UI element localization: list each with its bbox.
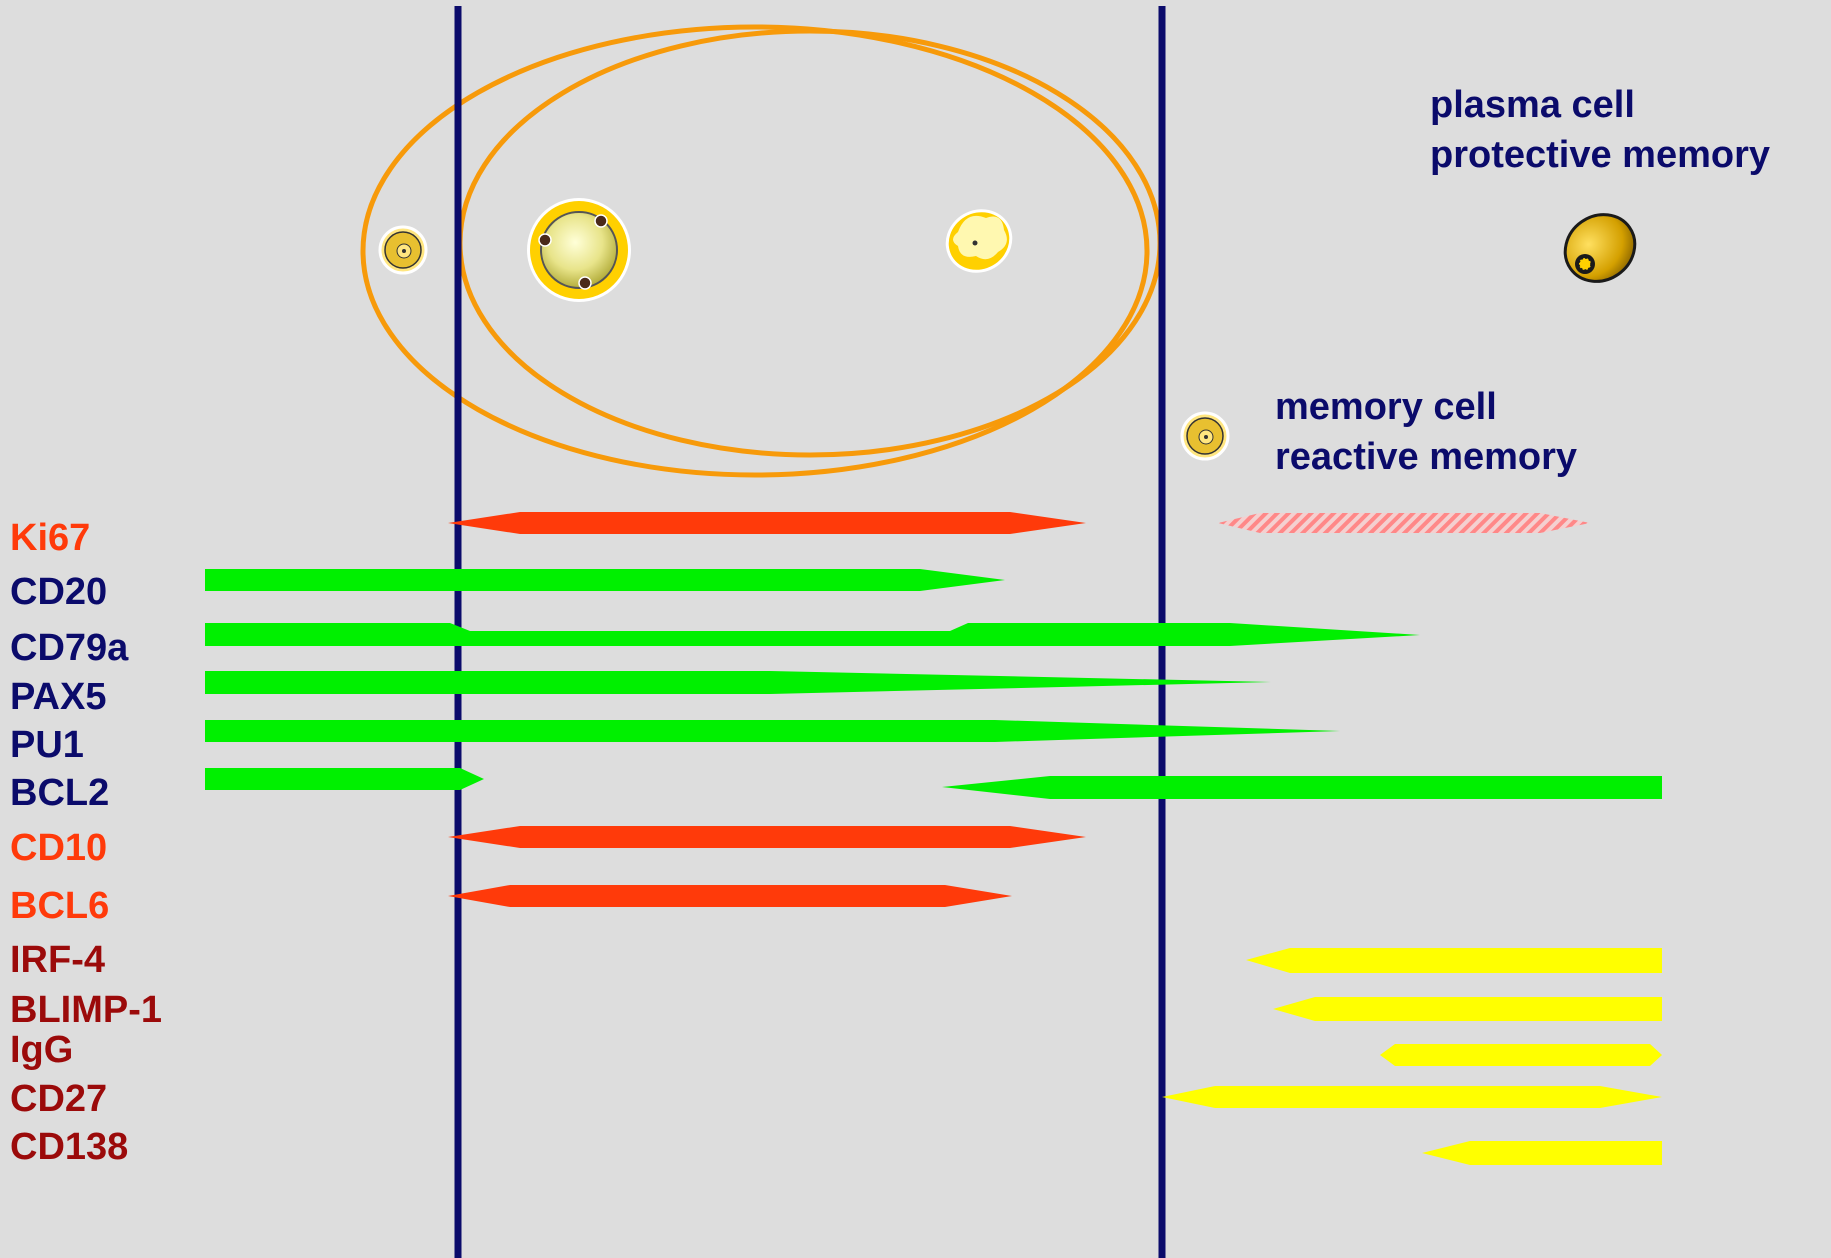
memory-cell-label-line1: memory cell (1275, 386, 1497, 428)
marker-label-pax5: PAX5 (10, 676, 107, 718)
bcl6-bar (448, 885, 1012, 907)
pax5-bar (205, 671, 1272, 694)
plasma-cell-icon (1563, 213, 1637, 283)
marker-label-igg: IgG (10, 1029, 74, 1071)
ki67-bar (448, 512, 1086, 534)
marker-label-cd79a: CD79a (10, 627, 129, 669)
memory-cell-icon (1180, 411, 1230, 461)
marker-label-pu1: PU1 (10, 724, 84, 766)
cd79a-bar (205, 623, 1420, 646)
marker-label-cd20: CD20 (10, 571, 108, 613)
centrocyte-icon (945, 209, 1013, 273)
cd27-bar (1162, 1086, 1662, 1108)
naive-b-cell-icon (378, 225, 428, 275)
marker-label-ki67: Ki67 (10, 517, 91, 559)
plasma-cell-label-line1: plasma cell (1430, 84, 1635, 126)
irf4-bar (1246, 948, 1662, 973)
plasma-cell-label: plasma cell protective memory (1430, 80, 1770, 180)
cd10-bar (448, 826, 1086, 848)
blimp1-bar (1273, 997, 1662, 1021)
ki67-memory-bar (1218, 513, 1590, 533)
marker-label-cd27: CD27 (10, 1078, 108, 1120)
memory-cell-label-line2: reactive memory (1275, 436, 1578, 478)
bcl2-bar-naive (205, 768, 484, 790)
marker-label-bcl2: BCL2 (10, 772, 110, 814)
marker-label-cd10: CD10 (10, 827, 108, 869)
marker-label-cd138: CD138 (10, 1126, 129, 1168)
marker-label-bcl6: BCL6 (10, 885, 110, 927)
igg-bar (1380, 1044, 1662, 1066)
marker-label-blimp1: BLIMP-1 (10, 989, 162, 1031)
germinal-center-outline-outer (360, 24, 1150, 478)
memory-cell-label: memory cell reactive memory (1275, 382, 1577, 482)
bcl2-bar-post-gc (942, 776, 1662, 799)
cd20-bar (205, 569, 1005, 591)
marker-label-irf4: IRF-4 (10, 939, 105, 981)
centroblast-icon (527, 198, 631, 302)
cd138-bar (1422, 1141, 1662, 1165)
pu1-bar (205, 720, 1340, 742)
plasma-cell-label-line2: protective memory (1430, 134, 1771, 176)
